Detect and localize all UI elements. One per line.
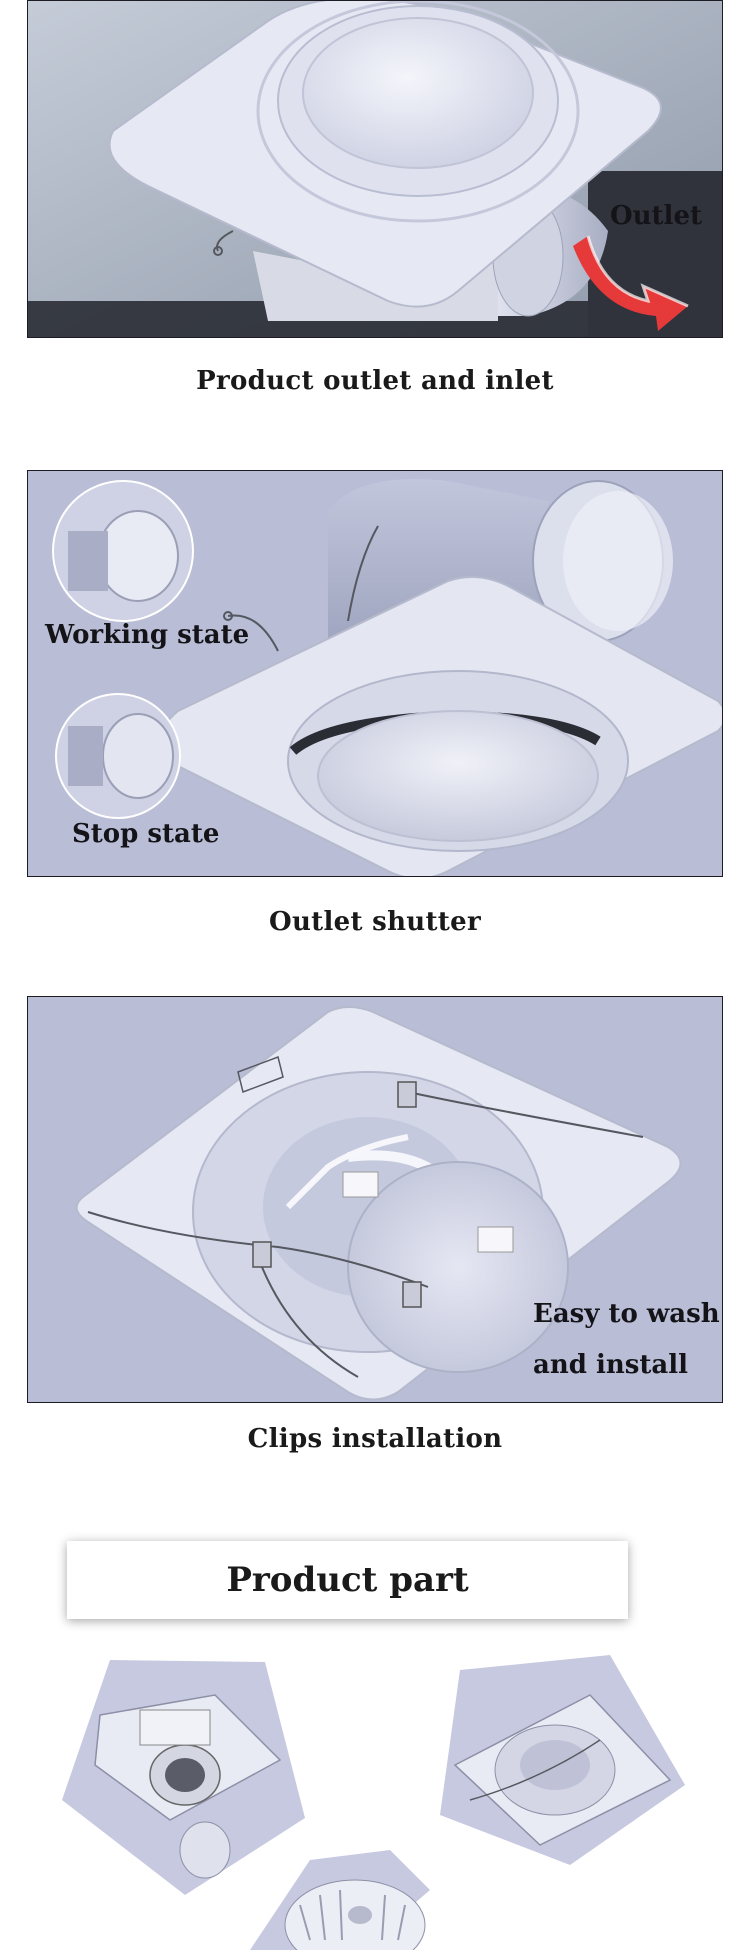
section-caption-clips: Clips installation	[247, 1424, 503, 1454]
part-panel-grille-image	[440, 1655, 685, 1865]
outlet-inlet-photo: Outlet	[27, 0, 723, 338]
easy-wash-label-line2: and install	[533, 1350, 689, 1380]
fan-top-view-illustration	[28, 1, 722, 337]
fan-shutter-illustration	[28, 471, 722, 876]
product-part-title-box: Product part	[67, 1541, 628, 1619]
part-motor-housing-image	[62, 1660, 305, 1895]
product-part-title: Product part	[226, 1560, 469, 1600]
stop-state-label: Stop state	[72, 819, 220, 849]
working-state-label: Working state	[45, 620, 250, 650]
section-caption-outlet-shutter: Outlet shutter	[269, 907, 481, 937]
red-arrow-icon	[573, 236, 688, 331]
outlet-shutter-photo: Working state Stop state	[27, 470, 723, 877]
product-parts-gallery	[62, 1655, 685, 1950]
section-caption-outlet-inlet: Product outlet and inlet	[196, 366, 554, 396]
clips-installation-photo: Easy to wash and install	[27, 996, 723, 1403]
outlet-label: Outlet	[610, 201, 702, 231]
fan-clips-illustration	[28, 997, 722, 1402]
part-impeller-image	[250, 1850, 430, 1950]
easy-wash-label-line1: Easy to wash	[533, 1299, 720, 1329]
